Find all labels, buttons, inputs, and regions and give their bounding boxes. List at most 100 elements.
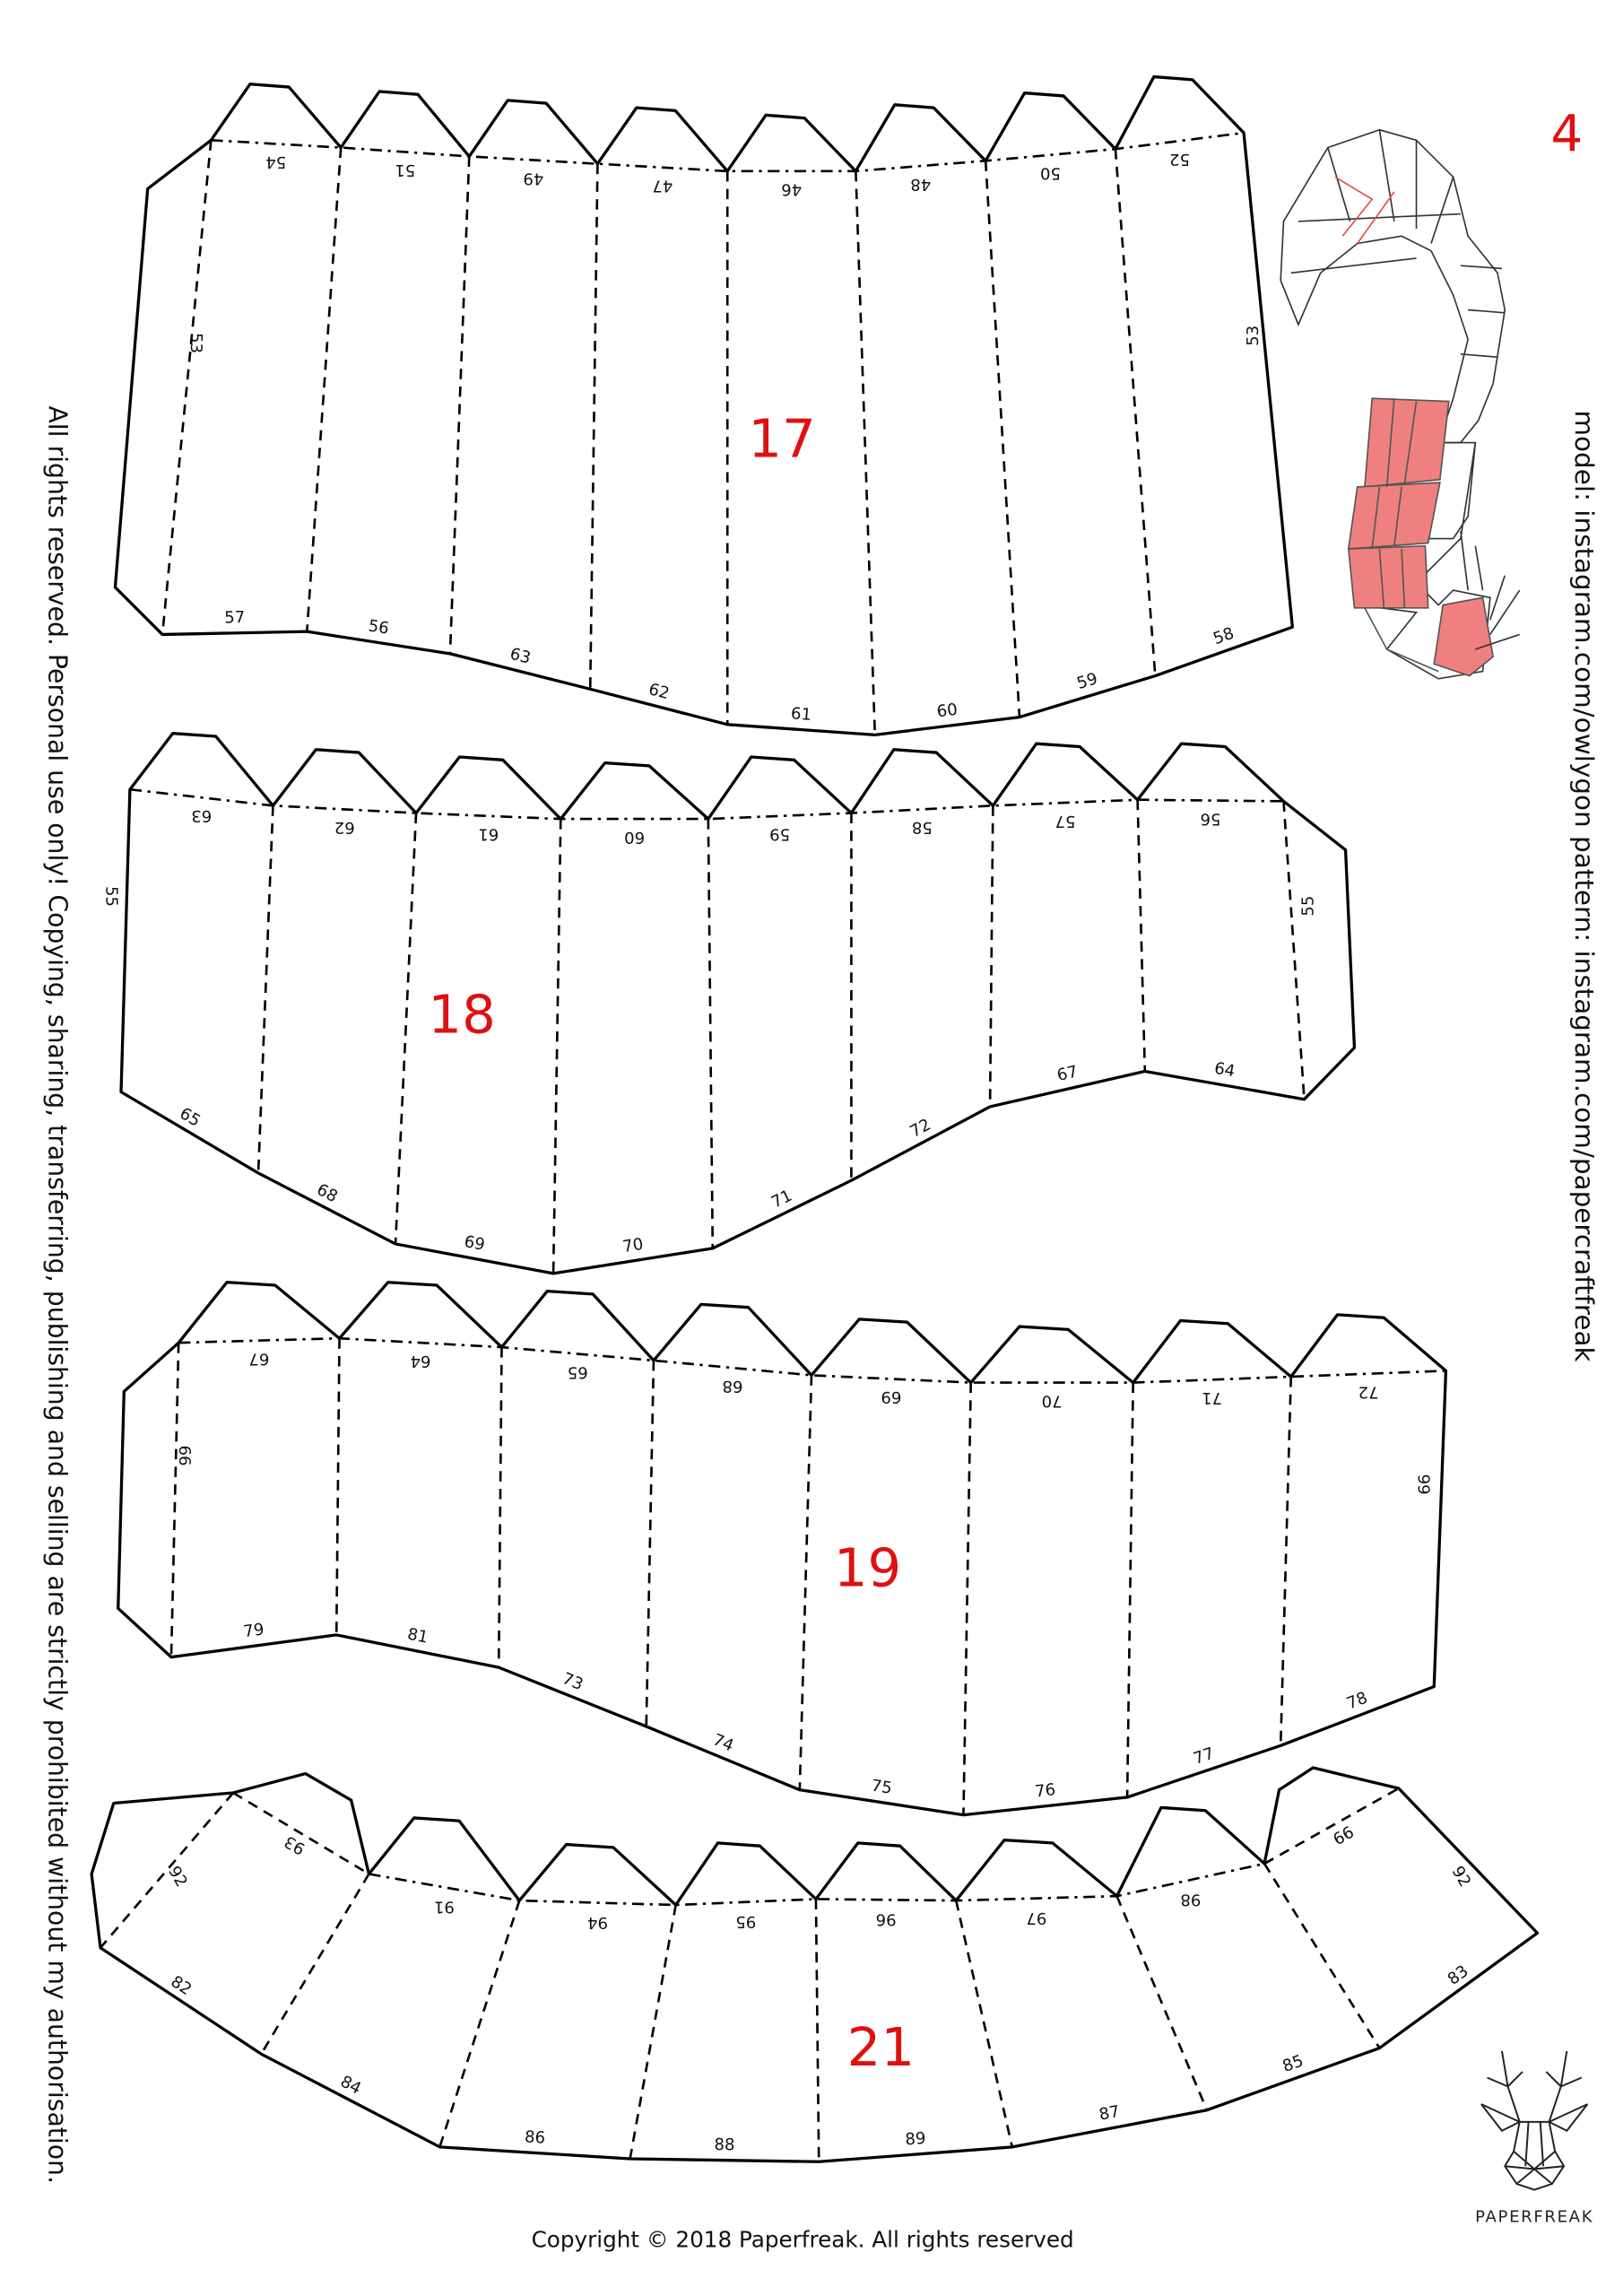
piece-number: 21: [847, 2016, 915, 2078]
edge-label: 58: [912, 818, 933, 837]
edge-label: 65: [568, 1362, 588, 1381]
edge-label: 76: [1034, 1780, 1056, 1801]
fold-line: [306, 147, 343, 632]
fold-line: [1279, 1376, 1293, 1746]
edge-label: 50: [1040, 163, 1061, 182]
edge-label: 89: [905, 2129, 927, 2150]
flamingo-model-illustration: [1280, 128, 1521, 680]
edge-label: 66: [175, 1446, 194, 1466]
edge-label: 63: [191, 806, 212, 825]
fold-line: [394, 813, 418, 1245]
fold-line: [1263, 1787, 1400, 1866]
fold-line: [1125, 1382, 1134, 1797]
edge-label: 64: [411, 1352, 431, 1370]
edge-label: 67: [1055, 1062, 1080, 1085]
fold-line: [1242, 132, 1294, 628]
edge-label: 68: [722, 1377, 742, 1396]
edge-label: 56: [367, 616, 390, 638]
credits-text: model: instagram.com/owlygon pattern: in…: [1569, 410, 1600, 1362]
fold-line: [232, 1791, 370, 1875]
logo-text: PAPERFREAK: [1475, 2208, 1593, 2227]
edge-label: 62: [334, 818, 355, 837]
fold-line: [814, 1899, 820, 2162]
edge-label: 71: [1202, 1388, 1222, 1407]
edge-label: 97: [1026, 1909, 1046, 1927]
piece-outline: [117, 1281, 1448, 1817]
edge-label: 88: [714, 2135, 734, 2154]
fold-line: [551, 819, 562, 1274]
fold-line: [497, 1347, 503, 1668]
paperfreak-logo: PAPERFREAK: [1475, 2050, 1593, 2227]
fold-line: [954, 1900, 1014, 2148]
edge-label: 48: [910, 175, 931, 194]
edge-label: 94: [587, 1913, 608, 1932]
edge-label: 86: [524, 2127, 545, 2147]
piece-outline: [90, 1766, 1540, 2163]
edge-label: 72: [1358, 1382, 1379, 1401]
fold-line: [855, 170, 877, 735]
fold-line: [256, 805, 274, 1174]
edge-label: 79: [242, 1620, 265, 1641]
tab-fold-line: [129, 787, 1284, 821]
edge-label: 60: [936, 700, 959, 722]
tab-fold-line: [178, 1336, 1446, 1384]
fold-line: [119, 789, 132, 1092]
fold-line: [448, 156, 471, 654]
edge-label: 59: [769, 825, 790, 844]
edge-label: 46: [781, 180, 802, 199]
page-number: 4: [1551, 105, 1584, 163]
edge-label: 57: [224, 608, 245, 627]
edge-label: 87: [1098, 2102, 1122, 2125]
piece-outline: [113, 74, 1294, 736]
copyright-text: Copyright © 2018 Paperfreak. All rights …: [532, 2227, 1074, 2253]
piece-number: 19: [834, 1536, 901, 1598]
edge-label: 60: [624, 828, 645, 847]
edge-label: 75: [870, 1777, 893, 1798]
edge-label: 66: [1415, 1474, 1434, 1495]
edge-label: 63: [508, 645, 532, 668]
edge-label: 98: [1180, 1890, 1201, 1909]
edge-label: 70: [1042, 1391, 1063, 1410]
edge-label: 96: [876, 1910, 897, 1929]
edge-label: 55: [1298, 896, 1317, 917]
piece-number: 18: [428, 983, 495, 1045]
edge-label: 56: [1201, 809, 1221, 828]
edge-label: 91: [434, 1898, 455, 1917]
edge-label: 69: [881, 1387, 901, 1406]
fold-line: [1136, 799, 1147, 1072]
fold-line: [645, 1360, 655, 1726]
edge-label: 61: [478, 825, 499, 844]
fold-line: [707, 819, 715, 1248]
edge-label: 55: [102, 886, 121, 907]
fold-line: [988, 805, 994, 1107]
piece-outline: [119, 732, 1357, 1275]
edge-label: 51: [395, 161, 415, 179]
edge-label: 53: [1244, 326, 1263, 346]
edge-label: 64: [1213, 1059, 1237, 1082]
edge-label: 70: [621, 1235, 645, 1257]
fold-line: [1397, 1787, 1539, 1935]
edge-label: 62: [647, 680, 672, 703]
piece-number: 17: [748, 408, 815, 470]
fold-line: [438, 1900, 521, 2148]
edge-label: 57: [1055, 812, 1075, 831]
fold-line: [984, 161, 1021, 718]
edge-label: 61: [790, 704, 812, 725]
fold-line: [161, 140, 213, 635]
edge-label: 81: [405, 1625, 430, 1648]
fold-line: [962, 1382, 973, 1815]
fold-line: [1282, 801, 1306, 1100]
fold-line: [798, 1375, 813, 1790]
edge-label: 53: [187, 333, 205, 353]
edge-label: 69: [463, 1232, 486, 1255]
fold-line: [334, 1338, 341, 1635]
deer-logo-icon: [1480, 2050, 1589, 2191]
edge-label: 52: [1169, 150, 1190, 169]
edge-label: 47: [652, 176, 673, 195]
edge-label: 95: [735, 1912, 756, 1931]
